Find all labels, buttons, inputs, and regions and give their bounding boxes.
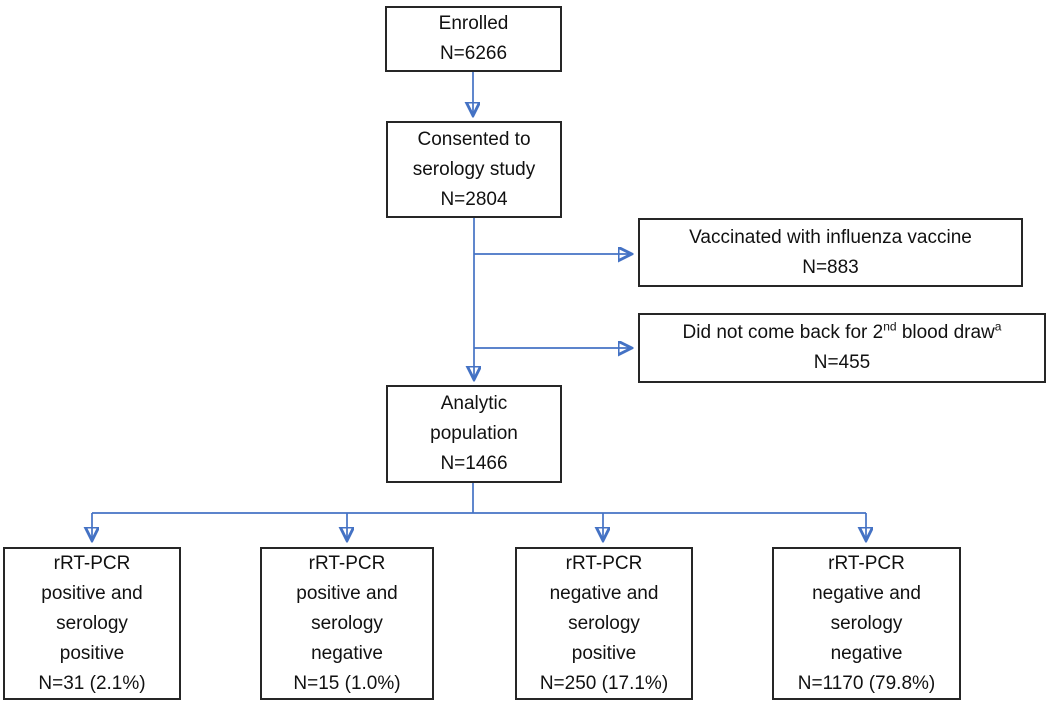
outcome3-count: N=250 (17.1%) [539, 672, 669, 694]
outcome2-line4: negative [311, 642, 383, 664]
blood-draw-label-prefix: Did not come back for 2 [682, 322, 884, 343]
blood-draw-label-mid: blood draw [896, 322, 995, 343]
analytic-label-line1: Analytic [440, 393, 508, 414]
box-analytic-population: Analytic population N=1466 [386, 385, 562, 483]
outcome1-line1: rRT-PCR [53, 552, 131, 574]
outcome1-count: N=31 (2.1%) [38, 672, 146, 694]
box-pcr-positive-serology-positive: rRT-PCR positive and serology positive N… [3, 547, 181, 700]
box-pcr-positive-serology-negative: rRT-PCR positive and serology negative N… [260, 547, 434, 700]
box-no-second-blood-draw-exclusion: Did not come back for 2nd blood drawa N=… [638, 313, 1046, 383]
enrolled-count: N=6266 [439, 43, 508, 64]
box-vaccinated-exclusion: Vaccinated with influenza vaccine N=883 [638, 218, 1023, 287]
box-enrolled: Enrolled N=6266 [385, 6, 562, 72]
outcome4-line4: negative [830, 642, 903, 664]
blood-draw-count: N=455 [813, 352, 871, 373]
outcome3-line3: serology [568, 612, 640, 634]
outcome3-line1: rRT-PCR [565, 552, 643, 574]
outcome4-line2: negative and [812, 582, 921, 604]
outcome2-count: N=15 (1.0%) [293, 672, 401, 694]
outcome4-line3: serology [830, 612, 903, 634]
outcome2-line3: serology [311, 612, 383, 634]
consented-label-line2: serology study [412, 158, 536, 180]
analytic-label-line2: population [430, 423, 518, 444]
blood-draw-label: Did not come back for 2nd blood drawa [683, 318, 1002, 348]
analytic-count: N=1466 [440, 453, 508, 474]
outcome1-line2: positive and [41, 582, 143, 604]
consented-count: N=2804 [440, 188, 508, 210]
outcome3-line2: negative and [549, 582, 659, 604]
blood-draw-footnote-marker: a [994, 319, 1002, 334]
outcome4-count: N=1170 (79.8%) [797, 672, 936, 694]
enrolled-label: Enrolled [438, 13, 509, 34]
outcome2-line2: positive and [296, 582, 398, 604]
consented-label-line1: Consented to [417, 128, 531, 150]
outcome2-line1: rRT-PCR [308, 552, 386, 574]
vaccinated-label: Vaccinated with influenza vaccine [689, 226, 972, 248]
outcome1-line3: serology [56, 612, 128, 634]
vaccinated-count: N=883 [802, 256, 859, 278]
outcome1-line4: positive [59, 642, 125, 664]
box-consented-serology: Consented to serology study N=2804 [386, 121, 562, 218]
outcome3-line4: positive [571, 642, 637, 664]
box-pcr-negative-serology-negative: rRT-PCR negative and serology negative N… [772, 547, 961, 700]
outcome4-line1: rRT-PCR [828, 552, 905, 574]
blood-draw-ordinal-superscript: nd [883, 319, 897, 334]
box-pcr-negative-serology-positive: rRT-PCR negative and serology positive N… [515, 547, 693, 700]
